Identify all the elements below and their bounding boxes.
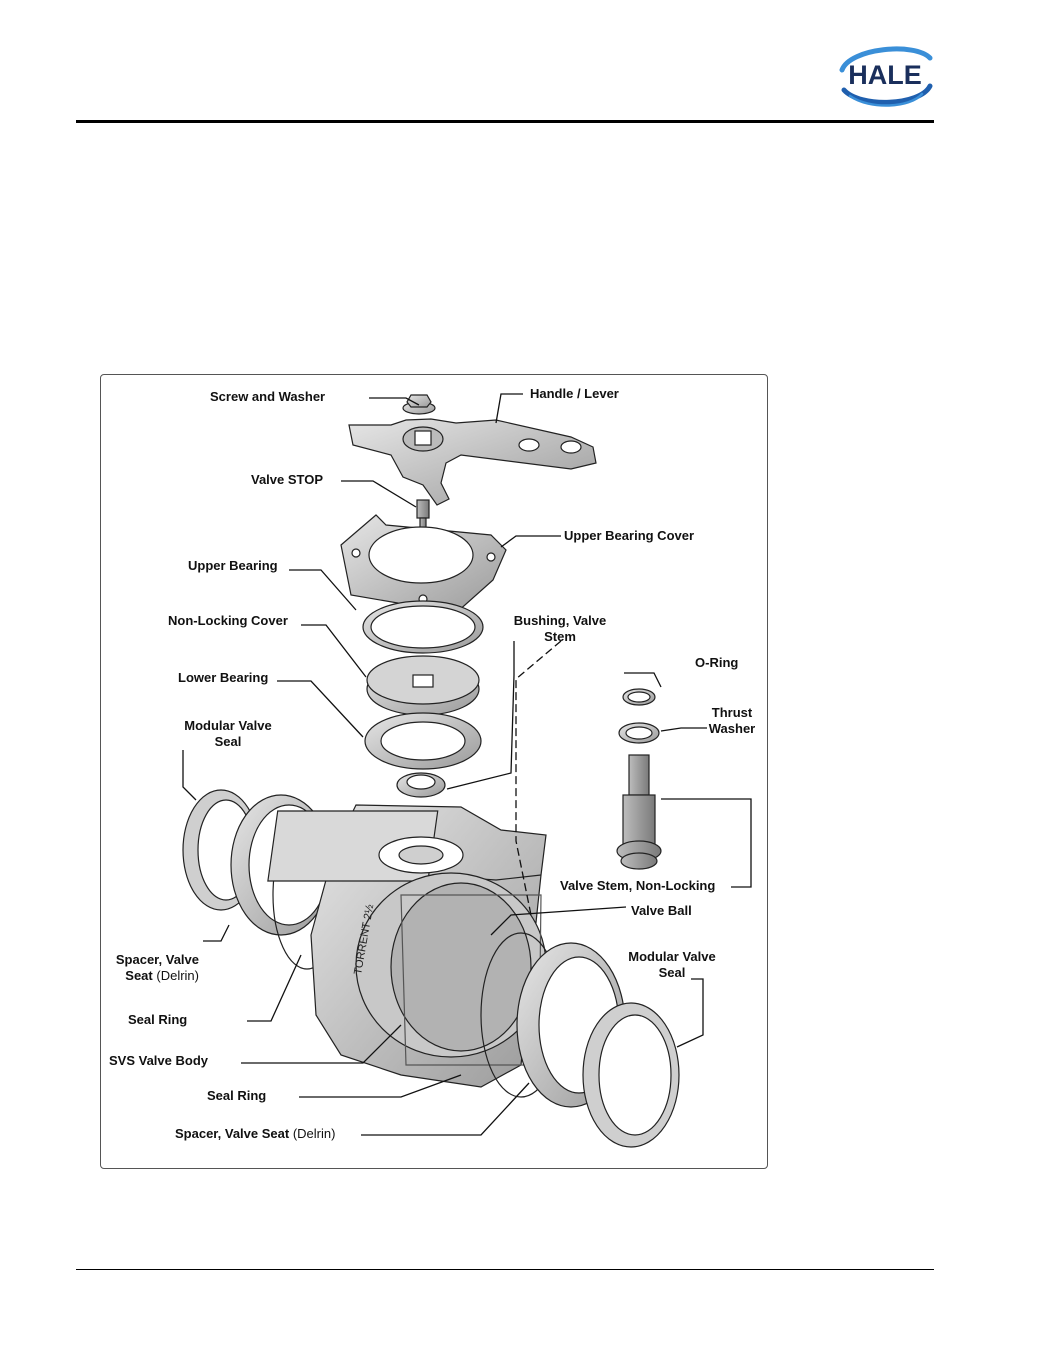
valve-stem-part [616, 754, 662, 870]
label-svs-valve-body: SVS Valve Body [109, 1053, 208, 1068]
label-valve-stop: Valve STOP [251, 472, 324, 487]
label-lower-bearing: Lower Bearing [178, 670, 269, 685]
label-screw-washer: Screw and Washer [210, 389, 326, 404]
label-upper-bearing: Upper Bearing [188, 558, 278, 573]
valve-illustration: TORRENT 2½ [182, 393, 752, 1148]
modular-seal-right-part [582, 1002, 680, 1148]
hale-logo-mark: HALE [839, 46, 933, 107]
label-modular-seal-left: Modular Valve Seal [184, 718, 272, 749]
footer-rule [76, 1269, 934, 1270]
label-handle-lever: Handle / Lever [530, 386, 619, 401]
upper-bearing-cover-part [340, 514, 507, 614]
label-spacer-left: Spacer, Valve Seat (Delrin) [115, 952, 199, 983]
lower-bearing-part [364, 712, 482, 770]
label-seal-ring-bottom: Seal Ring [207, 1088, 267, 1103]
o-ring-part [622, 688, 656, 706]
label-o-ring: O-Ring [695, 655, 739, 670]
label-modular-seal-right: Modular Valve Seal [628, 949, 716, 980]
label-non-locking-cover: Non-Locking Cover [168, 613, 288, 628]
non-locking-cover-part [366, 655, 480, 716]
label-thrust-washer: Thrust Washer [708, 705, 756, 736]
bushing-part [396, 772, 446, 798]
label-valve-stem: Valve Stem, Non-Locking [560, 878, 716, 893]
valve-body-part: TORRENT 2½ [267, 804, 547, 1088]
logo-text: HALE [848, 60, 922, 90]
screw-washer-part [402, 394, 436, 415]
label-seal-ring-left: Seal Ring [128, 1012, 188, 1027]
thrust-washer-part [618, 722, 660, 744]
hale-logo: HALE [830, 40, 940, 110]
label-bushing: Bushing, Valve Stem [513, 613, 607, 644]
upper-bearing-part [362, 600, 484, 654]
label-upper-bearing-cover: Upper Bearing Cover [564, 528, 695, 543]
label-valve-ball: Valve Ball [631, 903, 692, 918]
exploded-view-figure: TORRENT 2½ [100, 374, 768, 1169]
header-rule [76, 120, 934, 123]
label-spacer-bottom: Spacer, Valve Seat (Delrin) [175, 1126, 336, 1141]
handle-lever-part [348, 418, 597, 506]
